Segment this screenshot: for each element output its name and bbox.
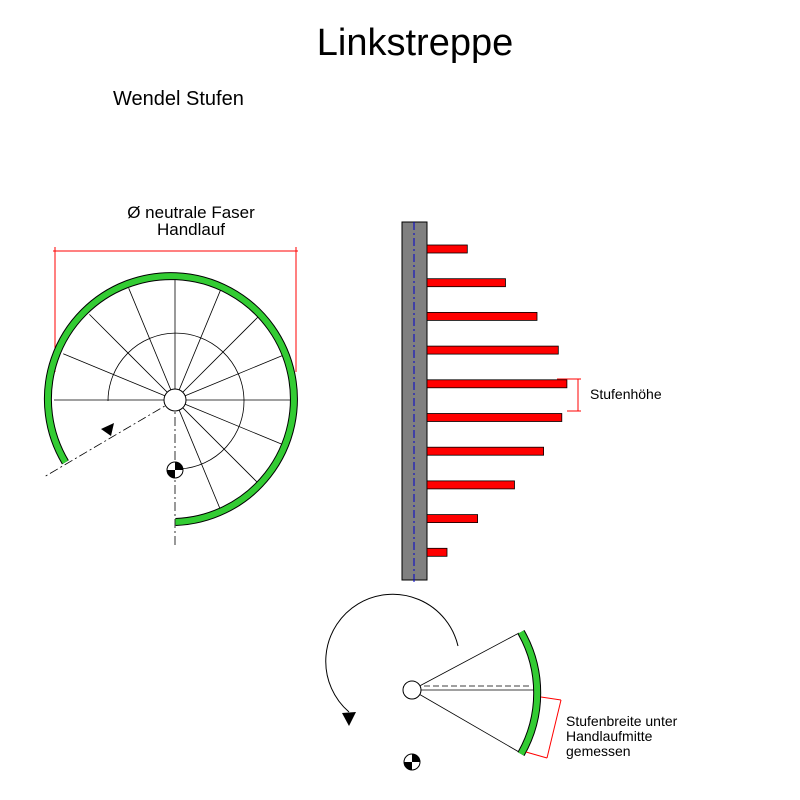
step-width-label: Stufenbreite unter Handlaufmitte gemesse… <box>566 714 677 759</box>
plan-handrail-fill <box>44 273 297 525</box>
stair-tread <box>426 244 468 254</box>
detail-handrail-fill <box>518 630 541 756</box>
step-height-dimension <box>557 378 581 412</box>
page-subtitle: Wendel Stufen <box>113 88 244 110</box>
diameter-label-line-2: Handlauf <box>156 220 226 239</box>
stair-tread <box>426 480 515 490</box>
plan-step-lines <box>54 279 296 512</box>
plan-step-line <box>185 403 287 447</box>
stair-tread <box>426 446 544 456</box>
plan-step-line <box>128 288 172 390</box>
plan-step-line <box>185 353 287 397</box>
rotation-arrow-icon <box>101 423 114 436</box>
stair-tread <box>426 413 563 422</box>
step-height-label: Stufenhöhe <box>590 386 662 402</box>
step-width-label-line-2: Handlaufmitte <box>566 728 653 744</box>
plan-step-line <box>178 410 222 512</box>
plan-center-column <box>163 388 187 412</box>
stair-tread <box>426 514 478 523</box>
plan-step-line <box>182 407 261 486</box>
plan-step-line <box>178 288 222 390</box>
page-title: Linkstreppe <box>316 22 514 64</box>
detail-view <box>325 593 562 771</box>
step-width-dimension <box>525 696 562 759</box>
plan-axis-diagonal <box>43 399 176 478</box>
stair-tread <box>426 311 538 321</box>
stair-tread <box>426 278 506 288</box>
detail-rotation-arrow-icon <box>342 712 356 726</box>
stair-tread <box>426 345 559 355</box>
diameter-label: Ø neutrale Faser Handlauf <box>96 204 286 238</box>
plan-step-line <box>89 314 168 393</box>
detail-start-point-marker-icon <box>403 753 421 771</box>
start-point-marker-icon <box>166 461 184 479</box>
plan-step-line <box>182 314 261 393</box>
inner-walkline <box>107 332 245 470</box>
stair-tread <box>426 547 448 557</box>
elevation-view <box>401 221 581 582</box>
stair-tread <box>426 379 568 389</box>
step-width-label-line-1: Stufenbreite unter <box>566 713 678 729</box>
detail-rotation-arc <box>325 593 459 713</box>
plan-view <box>43 247 298 548</box>
stair-treads <box>426 244 568 557</box>
diameter-label-line-1: Ø neutrale Faser <box>127 203 255 222</box>
detail-center-column <box>402 680 422 700</box>
detail-step-lines <box>411 632 537 753</box>
plan-step-line <box>63 353 165 397</box>
step-width-label-line-3: gemessen <box>566 743 631 759</box>
